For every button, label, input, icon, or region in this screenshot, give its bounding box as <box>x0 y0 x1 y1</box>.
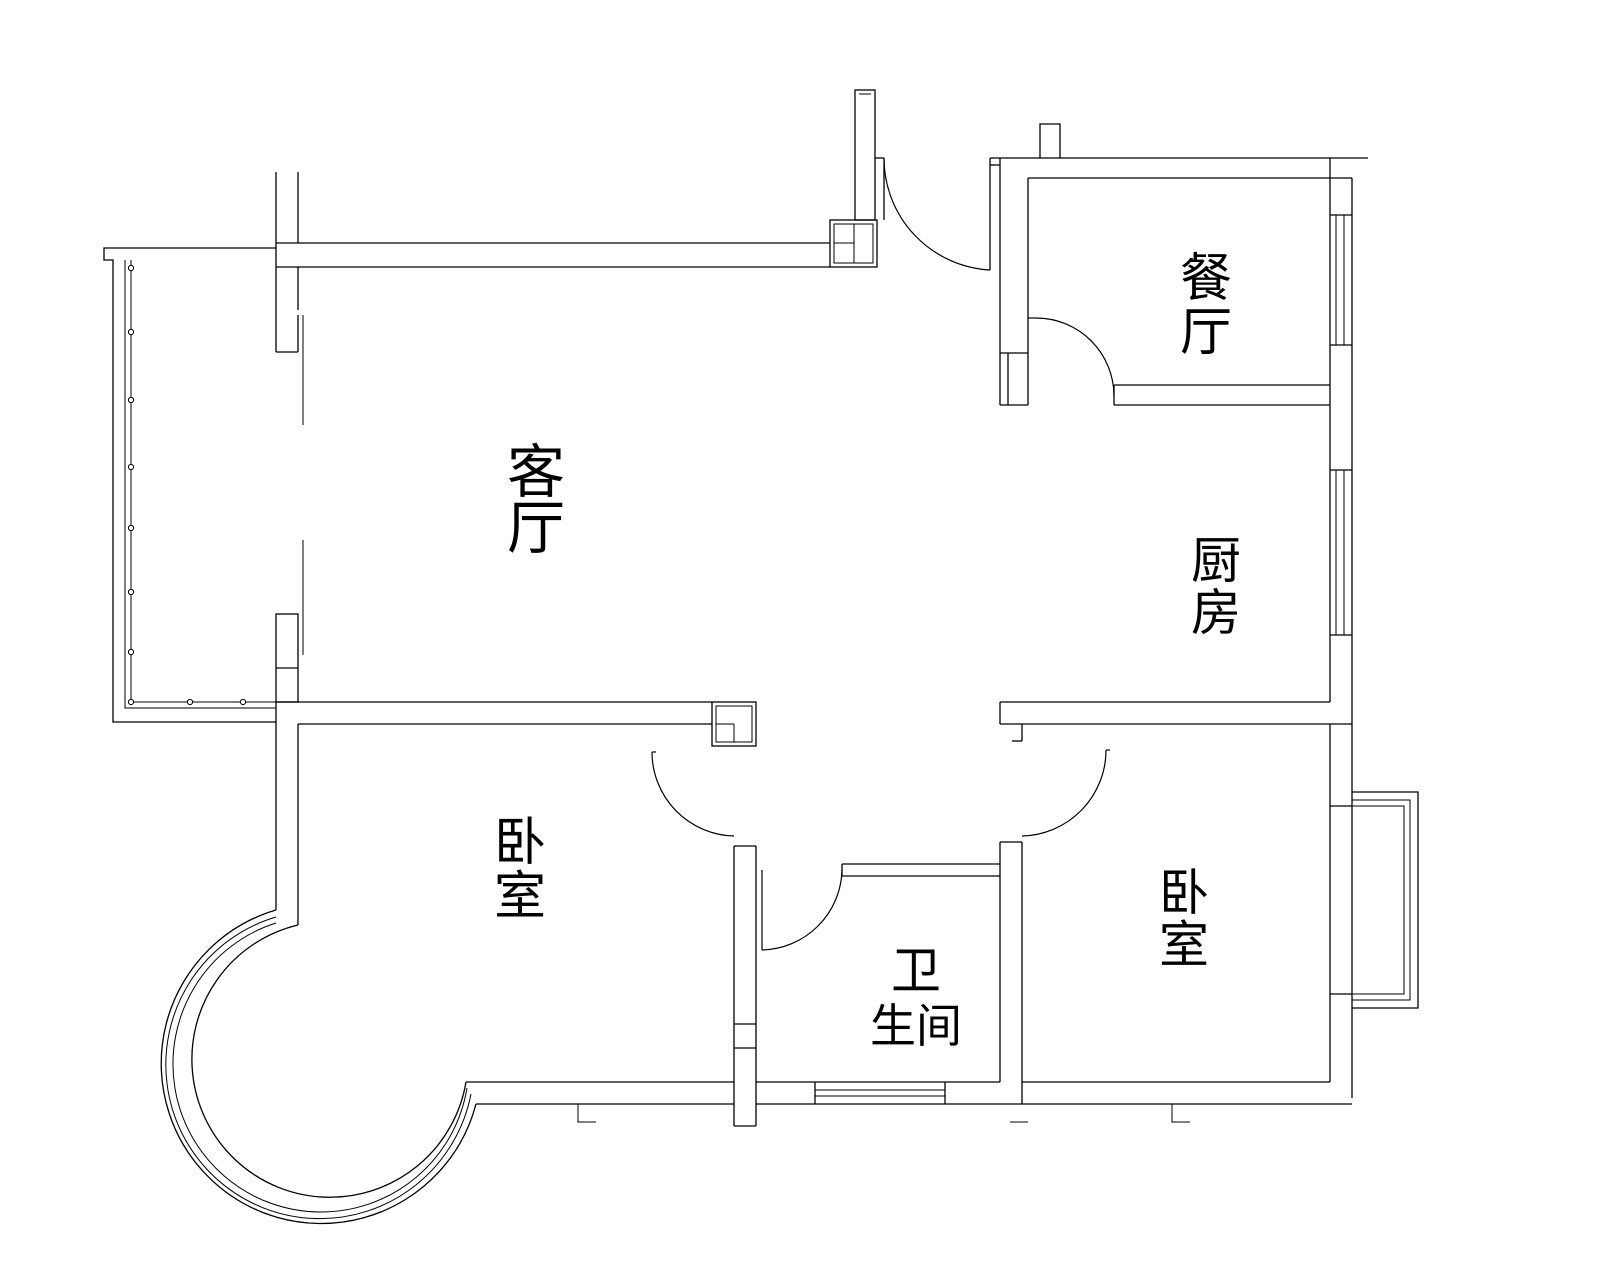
entrance-door <box>883 157 991 271</box>
dining-room-label: 餐 厅 <box>1180 249 1232 363</box>
right-bedroom-door <box>1021 749 1110 837</box>
bedroom-right-label-line1: 卧 <box>1159 864 1209 922</box>
bathroom-label-line2: 生间 <box>870 999 962 1053</box>
living-room-label: 客 厅 <box>507 438 565 562</box>
bedroom-right-label-line2: 室 <box>1159 916 1209 974</box>
living-room-label-line1: 客 <box>507 438 565 506</box>
dining-door <box>1028 317 1115 397</box>
living-room-walls <box>275 172 830 925</box>
dining-room-walls <box>989 123 1368 1098</box>
bathroom-walls <box>756 841 1352 1123</box>
left-bedroom-door <box>651 751 735 837</box>
column-middle <box>711 701 757 747</box>
right-bedroom-walls <box>1171 724 1419 1123</box>
left-bedroom-walls <box>160 845 757 1225</box>
left-balcony <box>103 247 276 723</box>
bathroom-label: 卫 生间 <box>870 942 962 1053</box>
bedroom-left-label: 卧 室 <box>494 813 546 927</box>
living-room-label-line2: 厅 <box>507 494 565 562</box>
bathroom-door <box>761 869 843 951</box>
entrance-wall <box>854 89 885 221</box>
balcony-railing-posts <box>127 264 247 706</box>
bathroom-label-line1: 卫 <box>891 942 941 1000</box>
kitchen-walls <box>999 405 1352 742</box>
column-top <box>829 219 878 268</box>
kitchen-label-line1: 厨 <box>1191 532 1241 590</box>
kitchen-label: 厨 房 <box>1191 532 1241 642</box>
kitchen-label-line2: 房 <box>1191 584 1241 642</box>
bedroom-left-label-line1: 卧 <box>494 813 546 873</box>
dining-room-label-line2: 厅 <box>1180 303 1232 363</box>
bedroom-left-label-line2: 室 <box>494 867 546 927</box>
bedroom-right-label: 卧 室 <box>1159 864 1209 974</box>
dining-room-label-line1: 餐 <box>1180 249 1232 309</box>
